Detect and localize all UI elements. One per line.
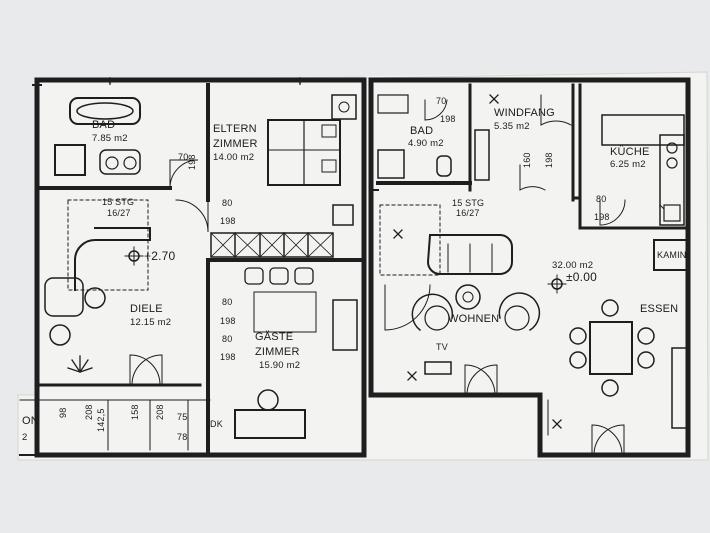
dim-198-gaeste-1: 198 bbox=[220, 316, 236, 326]
dim-80-kueche: 80 bbox=[596, 194, 606, 204]
wohnen-name: WOHNEN bbox=[448, 313, 499, 325]
dim-158: 158 bbox=[130, 404, 140, 420]
eltern-name-1: ELTERN bbox=[213, 123, 257, 135]
stair-left-line1: 15 STG bbox=[102, 197, 134, 207]
dim-78: 78 bbox=[177, 432, 187, 442]
cut-label-2: 2 bbox=[22, 432, 27, 443]
tv-label: TV bbox=[436, 342, 448, 352]
bad-ground-name: BAD bbox=[410, 125, 433, 137]
windfang-area: 5.35 m2 bbox=[494, 121, 530, 132]
eltern-name-2: ZIMMER bbox=[213, 138, 258, 150]
dim-198-eltern: 198 bbox=[220, 216, 236, 226]
gaeste-area: 15.90 m2 bbox=[259, 360, 300, 371]
dim-198-ground-bad: 198 bbox=[440, 114, 456, 124]
gaeste-name-2: ZIMMER bbox=[255, 346, 300, 358]
kueche-name: KÜCHE bbox=[610, 146, 650, 158]
stair-left-line2: 16/27 bbox=[107, 208, 131, 218]
dim-142-5: 142,5 bbox=[96, 408, 106, 432]
eltern-area: 14.00 m2 bbox=[213, 152, 254, 163]
level-upper-floor: +2.70 bbox=[144, 249, 175, 263]
gaeste-name-1: GÄSTE bbox=[255, 331, 293, 343]
diele-area: 12.15 m2 bbox=[130, 317, 171, 328]
kamin-label: KAMIN bbox=[657, 250, 687, 260]
stair-right-line1: 15 STG bbox=[452, 198, 484, 208]
dim-198-gaeste-2: 198 bbox=[220, 352, 236, 362]
kueche-area: 6.25 m2 bbox=[610, 159, 646, 170]
dim-198-windfang: 198 bbox=[544, 152, 554, 168]
dim-160: 160 bbox=[522, 152, 532, 168]
bad-upper-area: 7.85 m2 bbox=[92, 133, 128, 144]
dim-70-ground: 70 bbox=[436, 96, 446, 106]
windfang-name: WINDFANG bbox=[494, 107, 555, 119]
dim-70-upper: 70 bbox=[178, 152, 188, 162]
dim-98: 98 bbox=[58, 408, 68, 418]
dim-80-eltern: 80 bbox=[222, 198, 232, 208]
diele-name: DIELE bbox=[130, 303, 163, 315]
cut-label-on: ON bbox=[22, 415, 39, 427]
level-ground-floor: ±0.00 bbox=[566, 270, 597, 284]
stair-right-line2: 16/27 bbox=[456, 208, 480, 218]
dim-198-kueche: 198 bbox=[594, 212, 610, 222]
dim-208-b: 208 bbox=[155, 404, 165, 420]
bad-ground-area: 4.90 m2 bbox=[408, 138, 444, 149]
bad-upper-name: BAD bbox=[92, 119, 115, 131]
dim-198-upper: 198 bbox=[187, 154, 197, 170]
dim-208-a: 208 bbox=[84, 404, 94, 420]
dk-label: DK bbox=[210, 419, 223, 429]
dim-80-gaeste-1: 80 bbox=[222, 297, 232, 307]
essen-name: ESSEN bbox=[640, 303, 678, 315]
dim-75: 75 bbox=[177, 412, 187, 422]
wohnen-area: 32.00 m2 bbox=[552, 260, 593, 271]
dim-80-gaeste-2: 80 bbox=[222, 334, 232, 344]
